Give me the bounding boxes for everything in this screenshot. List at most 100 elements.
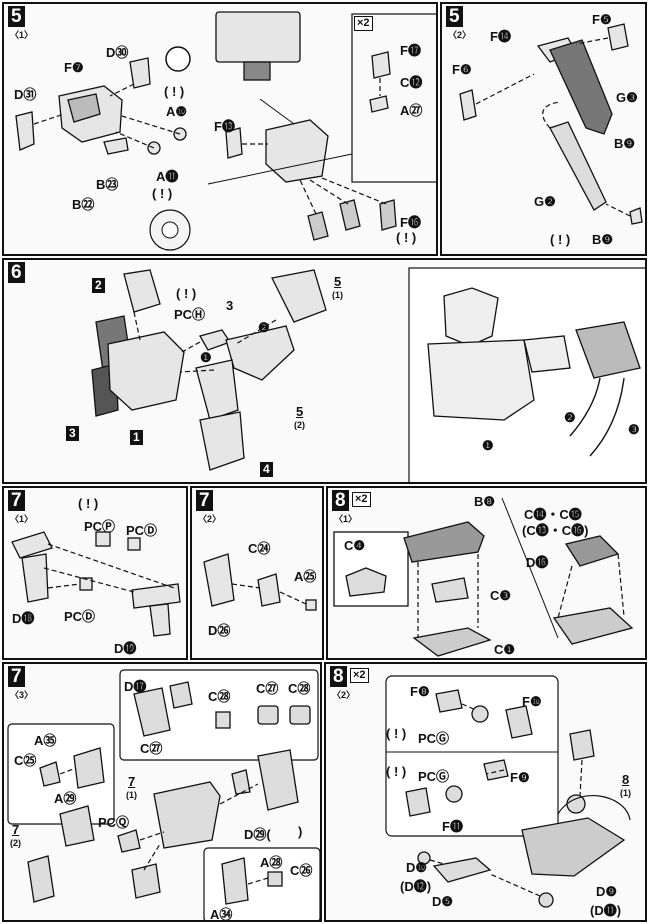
step-substep: 〈2〉 (198, 514, 222, 524)
step-5-2-parts-drawing (459, 23, 643, 225)
multiplier-badge: ×2 (354, 16, 373, 31)
part-label: F⓭ (214, 119, 235, 134)
part-label: F⓫ (442, 819, 463, 834)
step-number: 7 (8, 666, 25, 687)
part-number-badge: 2 (92, 278, 105, 293)
part-label: C㉖ (290, 863, 313, 878)
part-label: F⓮ (490, 29, 511, 44)
step-5-1-parts-drawing (15, 11, 436, 251)
part-label: PCⒽ (174, 307, 206, 322)
part-label: F❺ (592, 12, 612, 27)
caution-mark: ( ! ) (396, 230, 417, 245)
order-marker: ❷ (258, 320, 270, 335)
part-label: ) (298, 824, 303, 839)
part-label: D⓳ (114, 641, 137, 656)
step-number: 8 (332, 490, 349, 511)
part-label: D⓱ (124, 679, 147, 694)
caution-mark: ( ! ) (386, 726, 407, 741)
step-ref-sub: (2) (294, 420, 305, 430)
caution-mark: ( ! ) (386, 764, 407, 779)
step-8-2-parts-drawing (385, 675, 631, 908)
step-7-1-parts-drawing (11, 531, 181, 637)
part-label: G❸ (616, 90, 638, 105)
step-ref: 7 (128, 774, 136, 789)
step-substep: 〈1〉 (10, 514, 34, 524)
part-label: A㉙ (54, 791, 77, 806)
part-label: F⓱ (400, 43, 421, 58)
part-label: C㉗ (140, 741, 163, 756)
part-label: F❼ (64, 60, 84, 75)
part-label: C❹ (344, 538, 366, 553)
part-label: A㉗ (400, 103, 423, 118)
part-label: PCⒹ (126, 523, 158, 538)
step-7-3-parts-drawing (7, 669, 320, 920)
part-label: C⓮・C⓯ (524, 507, 582, 522)
order-marker: 3 (226, 298, 234, 313)
caution-mark: ( ! ) (164, 84, 185, 99)
part-label: C㉘ (288, 681, 311, 696)
caution-mark: ( ! ) (550, 232, 571, 247)
part-label: D㉚ (106, 45, 129, 60)
part-label: C㉔ (248, 541, 271, 556)
step-substep: 〈2〉 (448, 30, 472, 40)
part-label: A㉘ (260, 855, 283, 870)
step-8-2-panel: 8 ×2 〈2〉 F❽ F❿ ( ! ) PCⒼ ( (324, 662, 647, 922)
step-number: 5 (8, 6, 25, 27)
part-label: F❾ (510, 770, 530, 785)
step-ref: 8 (622, 772, 630, 787)
multiplier-badge: ×2 (352, 492, 371, 507)
part-label: (D⓫) (590, 903, 622, 918)
step-number: 6 (8, 262, 25, 283)
step-6-panel: 6 2 ( ! ) (2, 258, 647, 484)
step-ref: 7 (12, 822, 20, 837)
part-number-badge: 3 (66, 426, 79, 441)
part-label: G❷ (534, 194, 556, 209)
part-number-badge: 1 (130, 430, 143, 445)
part-label: D❾ (596, 884, 618, 899)
step-substep: 〈2〉 (332, 690, 356, 700)
part-label: PCⓆ (98, 815, 130, 830)
step-6-parts-drawing (91, 267, 645, 482)
part-label: D㉖ (208, 623, 231, 638)
part-label: F⓰ (400, 215, 421, 230)
step-number: 5 (446, 6, 463, 27)
part-label: B㉒ (72, 197, 95, 212)
part-label: C㉕ (14, 753, 37, 768)
step-7-3-panel: 7 〈3〉 D⓱ (2, 662, 322, 922)
step-8-1-parts-drawing (333, 497, 634, 657)
part-label: (D⓬) (400, 879, 432, 894)
step-5-1-panel: 5 〈1〉 (2, 2, 438, 256)
part-label: B❽ (474, 494, 496, 509)
step-ref-sub: (1) (126, 790, 137, 800)
part-label: D㉛ (14, 87, 37, 102)
part-number-badge: 4 (260, 462, 273, 477)
step-ref-sub: (2) (10, 838, 21, 848)
part-label: C⓬ (400, 75, 423, 90)
part-label: C㉗ (256, 681, 279, 696)
order-marker: ❶ (200, 350, 212, 365)
step-substep: 〈1〉 (334, 514, 358, 524)
order-marker: ❸ (628, 422, 640, 437)
step-5-2-panel: 5 〈2〉 F❺ F⓮ F❻ G❸ B❾ G❷ ( ! ) B❾ (440, 2, 647, 256)
step-number: 8 (330, 666, 347, 687)
part-label: A⓫ (156, 169, 179, 184)
part-label: D㉙( (244, 827, 271, 842)
part-label: F❻ (452, 62, 472, 77)
part-label: B❾ (614, 136, 636, 151)
step-number: 7 (196, 490, 213, 511)
order-marker: ❷ (564, 410, 576, 425)
step-8-1-panel: 8 ×2 〈1〉 B❽ C❹ C❸ C❶ C⓮・C⓯ (C⓭・C⓰) D⓰ (326, 486, 647, 660)
part-label: PCⒼ (418, 769, 450, 784)
part-label: PCⓅ (84, 519, 116, 534)
step-ref: 5 (296, 404, 304, 419)
part-label: C❶ (494, 642, 516, 657)
step-7-1-panel: 7 〈1〉 ( ! ) PCⓅ PCⒹ PCⒹ D⓲ D⓳ (2, 486, 188, 660)
caution-mark: ( ! ) (176, 286, 197, 301)
part-label: PCⒼ (418, 731, 450, 746)
part-label: D⓰ (526, 555, 549, 570)
part-label: A㉞ (210, 907, 233, 922)
step-substep: 〈1〉 (10, 30, 34, 40)
part-label: C㉘ (208, 689, 231, 704)
step-number: 7 (8, 490, 25, 511)
caution-mark: ( ! ) (152, 186, 173, 201)
